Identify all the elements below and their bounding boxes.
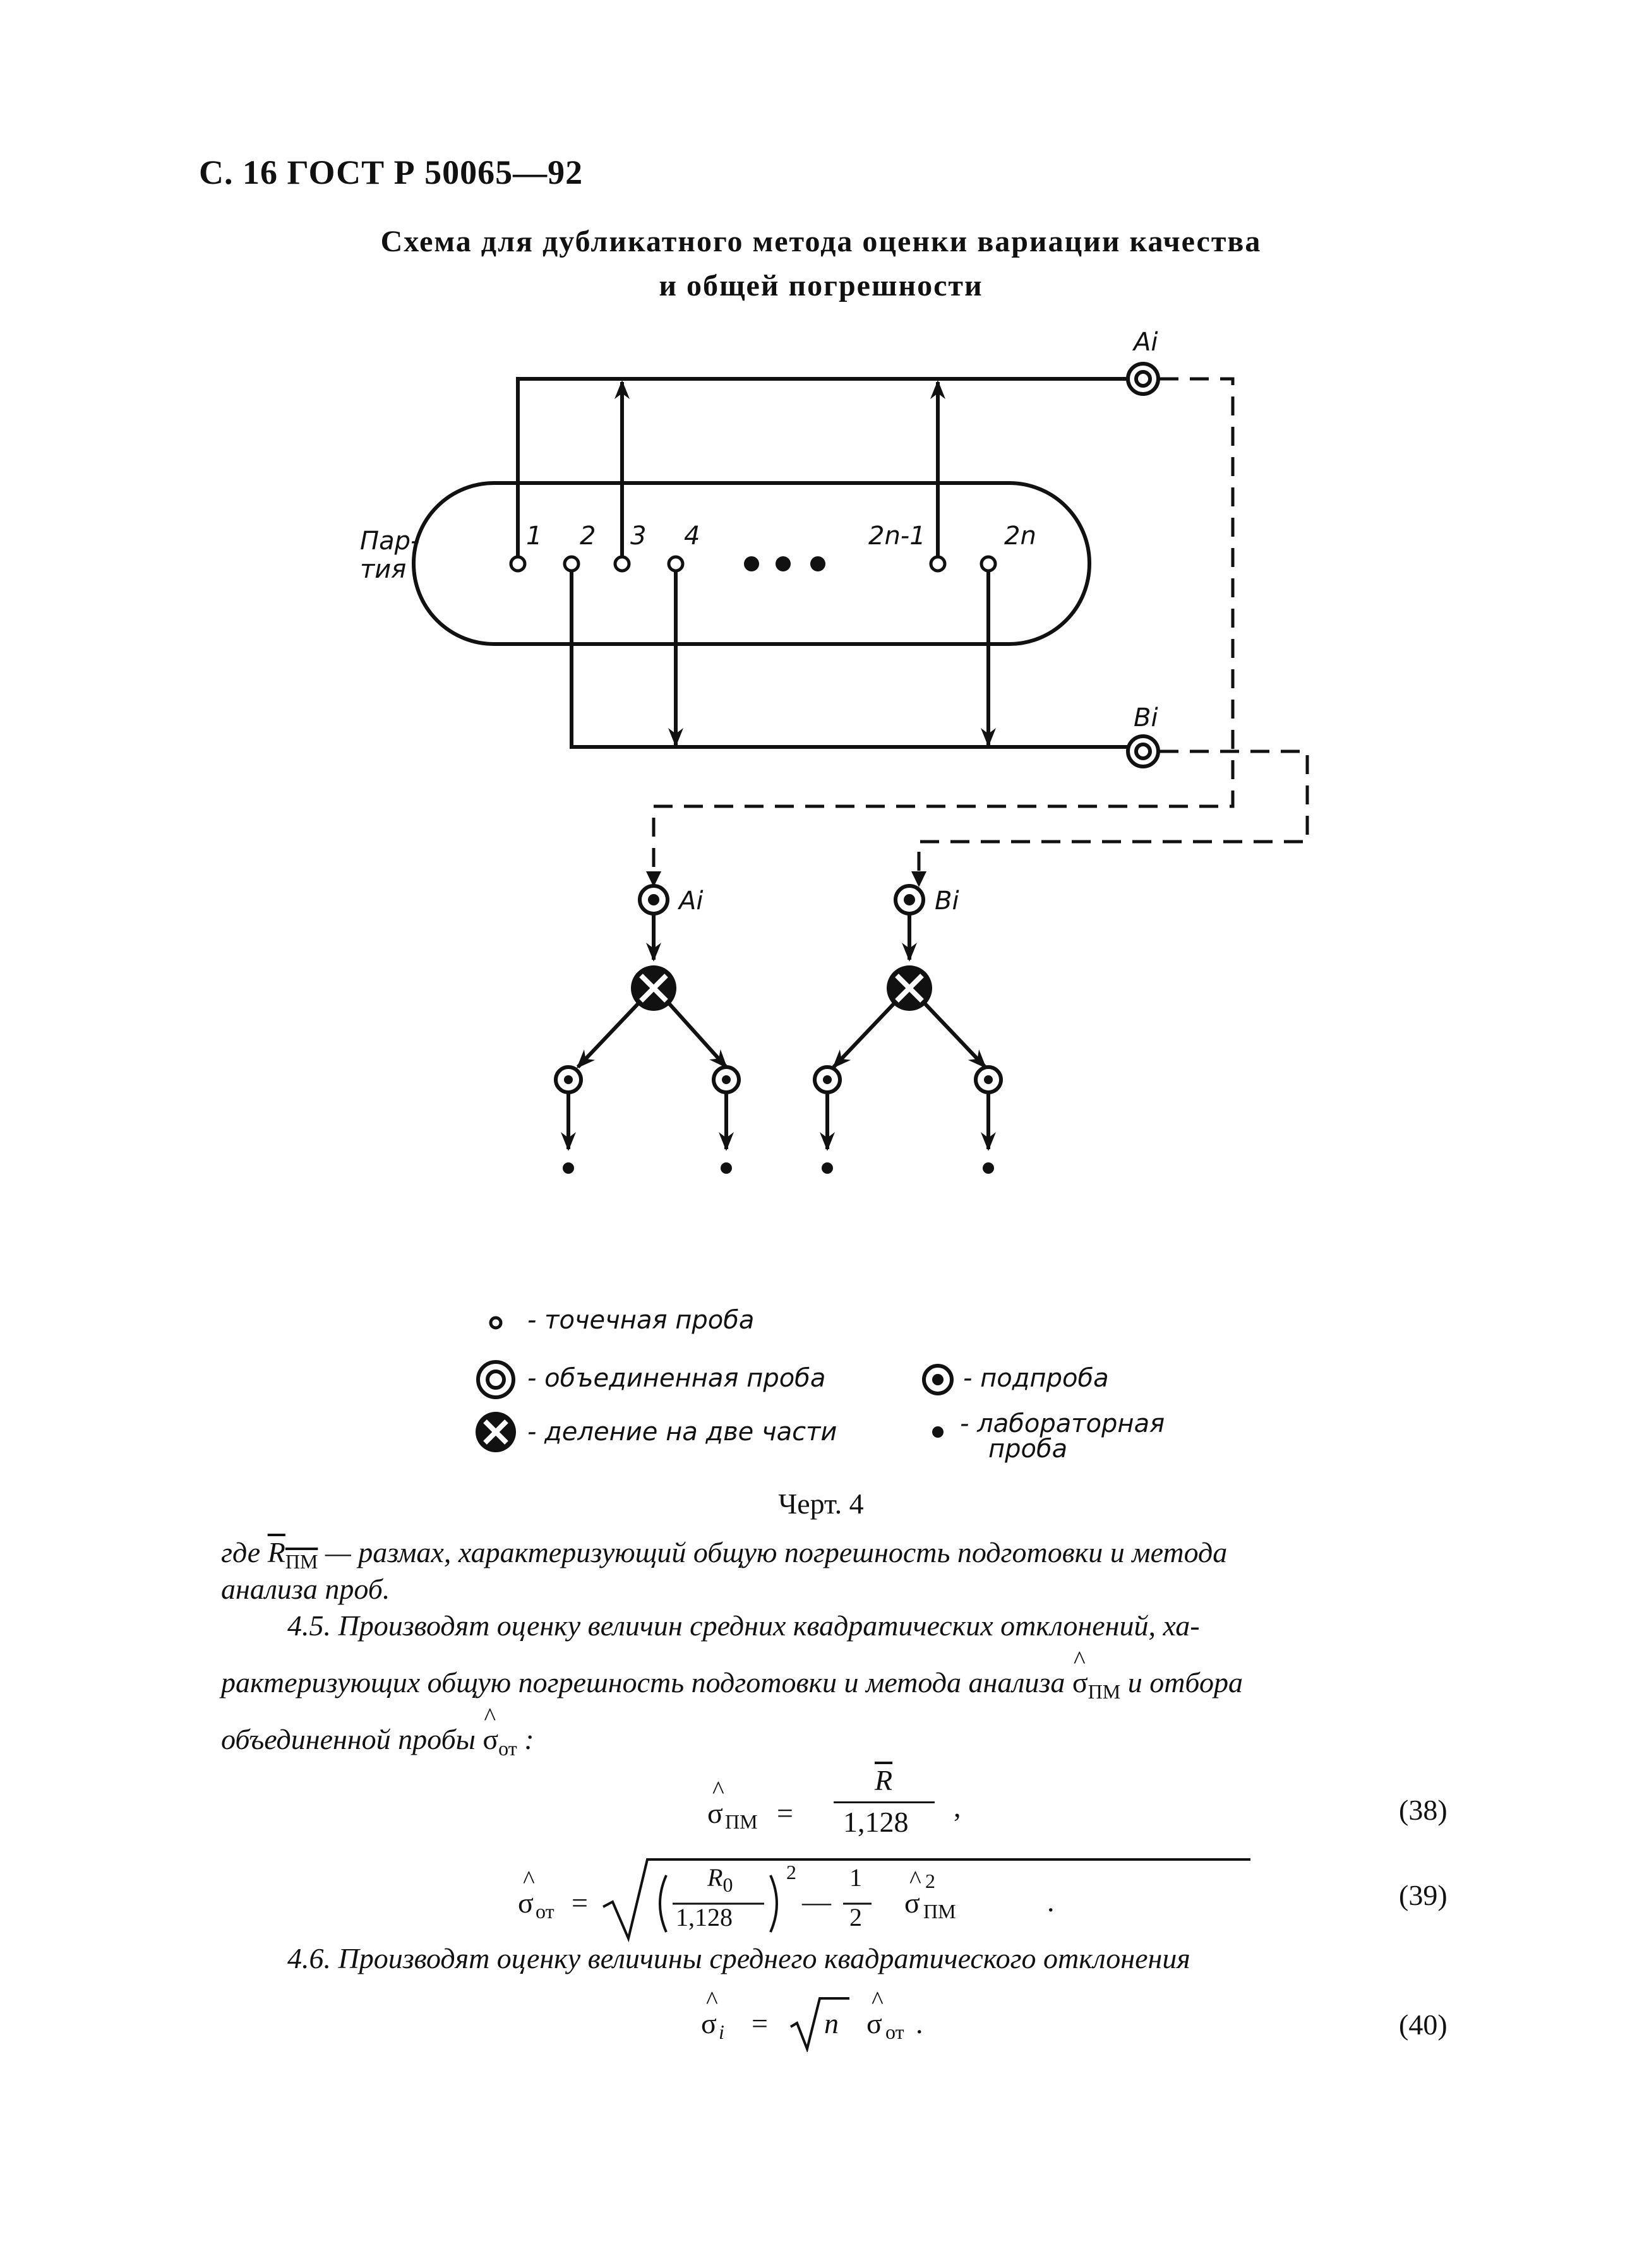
legend-lab-sample-line-2: проба <box>988 1435 1068 1464</box>
sample-label-1: 1 <box>526 522 542 551</box>
legend-division-icon <box>476 1412 516 1452</box>
sample-label-4: 4 <box>684 522 700 551</box>
legend-lab-sample-icon <box>932 1426 944 1438</box>
p45-line3-text: объединенной пробы <box>221 1723 476 1755</box>
sample-label-2: 2 <box>580 522 596 551</box>
diagram-title-line-1: Схема для дубликатного метода оценки вар… <box>380 225 1262 258</box>
dashed-routes <box>652 377 1309 874</box>
eq38-denominator: 1,128 <box>843 1806 909 1838</box>
combined-sample-bottom <box>1126 734 1160 768</box>
combined-sample-top <box>1126 362 1160 396</box>
where-line-1: где RПМ — размах, характеризующий общую … <box>221 1536 1227 1573</box>
p45-line2-tail: и отбора <box>1127 1666 1243 1698</box>
legend-sub-sample: - подпроба <box>963 1364 1109 1393</box>
branch-a <box>554 884 741 1174</box>
eq38-numerator: R <box>875 1764 893 1796</box>
lot-shape <box>412 481 1091 646</box>
sample-label-3: 3 <box>630 522 646 551</box>
lot-label-line-1: Пар- <box>360 527 419 556</box>
top-node-label: Ai <box>1132 328 1158 357</box>
ellipsis-dots <box>744 556 825 571</box>
paragraph-4-5-line-3: объединенной пробы ^σот : <box>221 1702 534 1760</box>
branch-b-label: Bi <box>935 886 959 916</box>
legend-point-sample: - точечная проба <box>527 1306 755 1335</box>
sigma-ot-inline: ^σот <box>482 1702 517 1760</box>
equation-39-number: (39) <box>1399 1879 1447 1911</box>
top-collection-line <box>516 377 1130 564</box>
page-header: С. 16 ГОСТ Р 50065—92 <box>199 153 584 191</box>
lot-label-line-2: тия <box>360 555 406 584</box>
paragraph-4-6: 4.6. Производят оценку величины среднего… <box>287 1942 1190 1974</box>
legend-division: - деление на две части <box>527 1418 837 1447</box>
legend-combined-sample-icon <box>476 1360 515 1399</box>
bottom-node-label: Bi <box>1134 703 1158 732</box>
sample-labels: 1 2 3 4 2n-1 2n <box>526 522 1036 551</box>
sample-label-2n: 2n <box>1004 522 1036 551</box>
bottom-collection-line <box>570 564 1130 749</box>
legend-lab-sample-line-1: - лабораторная <box>960 1409 1165 1438</box>
point-sample-group <box>509 555 997 573</box>
sigma-pm-inline: ^σПМ <box>1072 1645 1121 1704</box>
legend-combined-sample: - объединенная проба <box>527 1364 826 1393</box>
diagram-title-line-2: и общей погрешности <box>659 269 983 302</box>
branch-b <box>813 884 1003 1174</box>
where-symbol: RПМ <box>267 1536 318 1573</box>
figure-caption: Черт. 4 <box>778 1488 864 1520</box>
legend-point-sample-icon <box>489 1316 503 1330</box>
p45-line2-text: рактеризующих общую погрешность подготов… <box>221 1666 1065 1698</box>
where-rest: — размах, характеризующий общую погрешно… <box>325 1536 1228 1568</box>
p45-line3-tail: : <box>524 1723 534 1755</box>
legend-sub-sample-icon <box>922 1364 954 1395</box>
where-line-2: анализа проб. <box>221 1573 390 1605</box>
equation-40-number: (40) <box>1399 2008 1447 2041</box>
where-symbol-sub: ПМ <box>285 1550 318 1573</box>
where-prefix: где <box>221 1536 261 1568</box>
equation-38-number: (38) <box>1399 1794 1447 1826</box>
branch-a-label: Ai <box>677 886 703 916</box>
paragraph-4-5-line-1: 4.5. Производят оценку величин средних к… <box>287 1609 1200 1642</box>
paragraph-4-5-line-2: рактеризующих общую погрешность подготов… <box>221 1645 1243 1704</box>
sample-label-2n-1: 2n-1 <box>868 522 926 551</box>
